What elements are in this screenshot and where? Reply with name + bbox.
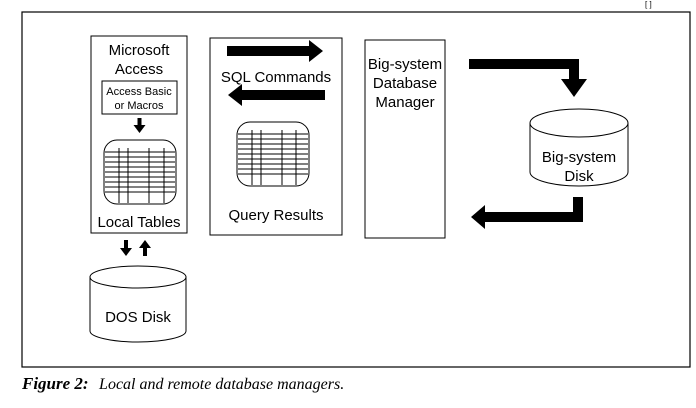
- arrow-to-bigsystem-disk-icon: [469, 59, 587, 97]
- figure-frame: [21, 11, 691, 368]
- access-title-line2: Access: [115, 61, 163, 78]
- query-results-label: Query Results: [228, 207, 323, 224]
- bigsystem-dbm-border: [364, 39, 446, 239]
- bigsystem-disk-line2: Disk: [564, 168, 594, 185]
- local-tables-grid-icon: [103, 139, 177, 205]
- arrow-down-to-disk-icon: [120, 240, 132, 256]
- page-marker: [ ]: [645, 0, 652, 9]
- local-tables-label: Local Tables: [97, 214, 180, 231]
- dos-disk-icon: [89, 265, 187, 343]
- sql-box: SQL Commands Query Results: [209, 37, 343, 236]
- arrow-right-icon: [227, 40, 323, 62]
- arrow-from-bigsystem-disk-icon: [471, 197, 583, 229]
- access-basic-line1: Access Basic: [106, 86, 172, 98]
- bigsystem-dbm-line3: Manager: [375, 94, 434, 111]
- arrow-left-icon: [228, 84, 325, 106]
- bigsystem-dbm-line1: Big-system: [368, 56, 442, 73]
- figure-caption-text: Local and remote database managers.: [98, 376, 344, 393]
- bigsystem-disk-line1: Big-system: [542, 149, 616, 166]
- figure-caption: Figure 2: Local and remote database mana…: [21, 374, 344, 393]
- bigsystem-dbm-line2: Database: [373, 75, 437, 92]
- bigsystem-disk-icon: [529, 108, 629, 187]
- access-title-line1: Microsoft: [109, 42, 171, 59]
- sql-commands-label: SQL Commands: [221, 69, 331, 86]
- arrow-up-from-disk-icon: [139, 240, 151, 256]
- sql-box-border: [209, 37, 343, 236]
- bigsystem-dbm-box: Big-system Database Manager: [364, 39, 446, 239]
- query-results-grid-icon: [236, 121, 310, 187]
- arrow-down-icon: [133, 118, 146, 133]
- access-basic-line2: or Macros: [115, 100, 164, 112]
- access-box: Microsoft Access Access Basic or Macros: [90, 35, 188, 234]
- dos-disk-label: DOS Disk: [105, 309, 171, 326]
- access-basic-box: [101, 80, 178, 115]
- figure-label: Figure 2:: [21, 374, 89, 393]
